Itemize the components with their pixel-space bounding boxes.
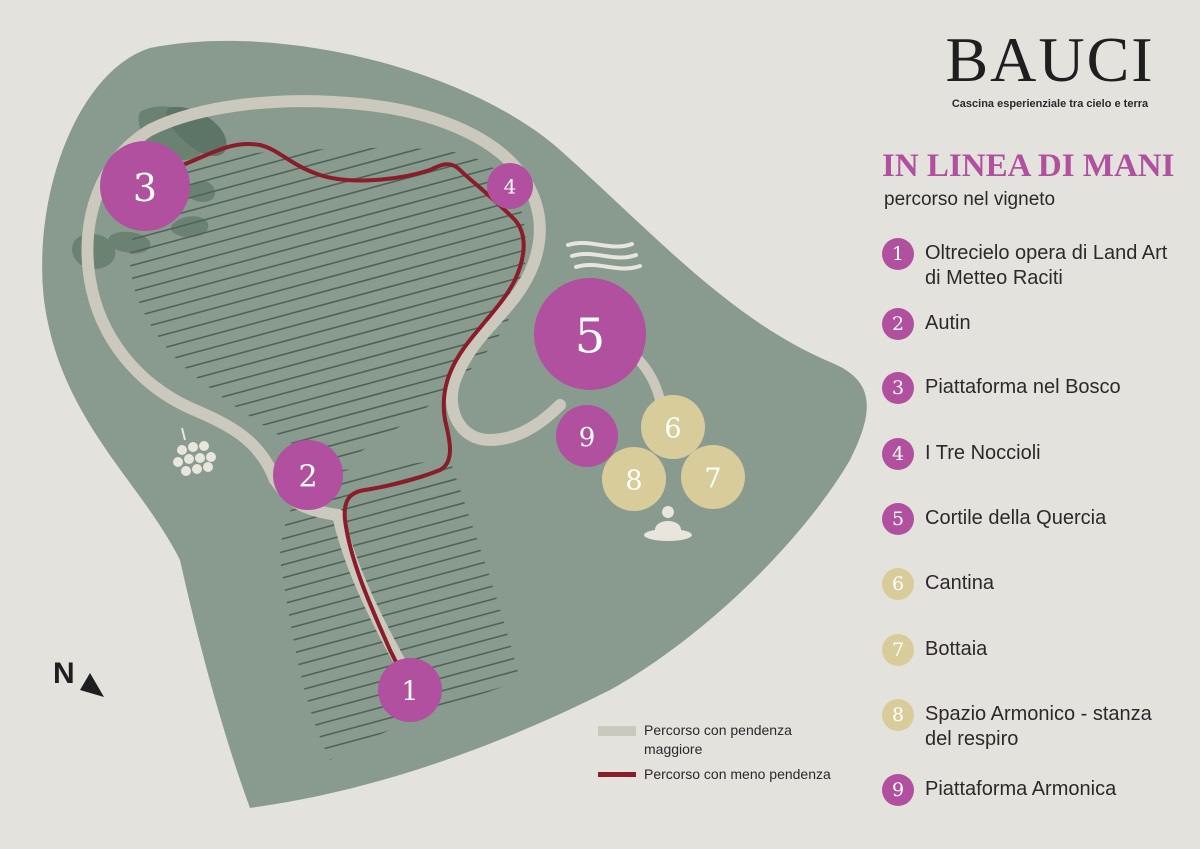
map-marker-number: 5 (575, 308, 606, 364)
map-marker-number: 2 (298, 460, 317, 495)
legend-item-7: 7 Bottaia (882, 634, 1175, 666)
map-marker-number: 9 (579, 423, 596, 453)
legend-label: Autin (925, 312, 971, 334)
legend-item-6: 6 Cantina (882, 568, 1175, 600)
legend-badge: 2 (882, 308, 914, 340)
map-marker-number: 8 (625, 466, 642, 497)
map-marker-number: 6 (664, 414, 681, 445)
route-legend-steep-swatch (598, 726, 636, 736)
vine-row (130, 147, 526, 249)
legend-item-4: 4 I Tre Noccioli (882, 438, 1175, 470)
map-marker-circle (100, 141, 190, 231)
path-gentle (143, 142, 526, 692)
vine-row (130, 240, 526, 366)
legend-label: Bottaia (925, 638, 988, 660)
legend-label: I Tre Noccioli (925, 442, 1041, 464)
map-marker-number: 7 (704, 464, 721, 495)
wind-waves-icon (566, 240, 642, 271)
map-marker-circle (534, 278, 646, 390)
legend-item-8: 8 Spazio Armonico - stanza del respiro (882, 699, 1175, 752)
route-legend: Percorso con pendenza maggiore Percorso … (598, 721, 838, 790)
vine-row (130, 149, 526, 275)
vine-row (130, 253, 526, 379)
legend-badge: 7 (882, 634, 914, 666)
legend-label: Spazio Armonico - stanza del respiro (925, 703, 1152, 750)
legend-badge: 3 (882, 372, 914, 404)
route-legend-gentle-label: Percorso con meno pendenza (644, 766, 831, 782)
map-marker-number: 4 (504, 175, 517, 199)
legend-label: Piattaforma Armonica (925, 778, 1117, 800)
path-steep (81, 95, 566, 521)
route-legend-steep-label: Percorso con pendenza maggiore (644, 722, 792, 757)
legend-item-2: 2 Autin (882, 308, 1175, 340)
map-marker-5: 5 (534, 278, 646, 390)
route-legend-gentle: Percorso con meno pendenza (598, 765, 838, 784)
route-legend-gentle-swatch (598, 772, 636, 777)
map-marker-1: 1 (378, 658, 442, 722)
route-title: IN LINEA DI MANI (882, 148, 1175, 184)
map-marker-circle (556, 405, 618, 467)
legend-label: Piattaforma nel Bosco (925, 376, 1121, 398)
map-marker-8: 8 (602, 447, 666, 511)
legend-item-9: 9 Piattaforma Armonica (882, 774, 1175, 806)
brand-logo: BAUCI (945, 24, 1155, 95)
north-arrow-icon: N (53, 657, 104, 697)
svg-text:N: N (53, 657, 75, 690)
map-marker-9: 9 (556, 405, 618, 467)
map-marker-6: 6 (641, 395, 705, 459)
legend-badge: 8 (882, 699, 914, 731)
map-marker-4: 4 (487, 163, 533, 209)
vine-row (130, 162, 526, 288)
map-marker-circle (378, 658, 442, 722)
legend-item-1: 1 Oltrecielo opera di Land Art di Metteo … (882, 238, 1175, 291)
map-marker-circle (641, 395, 705, 459)
legend-label: Oltrecielo opera di Land Art di Metteo R… (925, 242, 1168, 289)
vine-row (130, 201, 526, 327)
map-marker-circle (273, 440, 343, 510)
vine-row (130, 227, 526, 353)
brand-tagline: Cascina esperienziale tra cielo e terra (951, 98, 1149, 110)
grape-cluster-icon (173, 427, 216, 476)
map-marker-number: 1 (401, 677, 418, 708)
vine-row (130, 214, 526, 340)
vine-row (130, 175, 526, 301)
map-marker-number: 3 (133, 166, 157, 210)
map-marker-circle (487, 163, 533, 209)
map-marker-7: 7 (681, 445, 745, 509)
vine-row (130, 188, 526, 314)
route-legend-steep: Percorso con pendenza maggiore (598, 721, 838, 759)
map-marker-3: 3 (100, 141, 190, 231)
map-marker-circle (602, 447, 666, 511)
legend-badge: 6 (882, 568, 914, 600)
legend-label: Cortile della Quercia (925, 507, 1107, 529)
map-marker-2: 2 (273, 440, 343, 510)
legend-label: Cantina (925, 572, 994, 594)
legend-item-5: 5 Cortile della Quercia (882, 503, 1175, 535)
legend-item-3: 3 Piattaforma nel Bosco (882, 372, 1175, 404)
meditation-figure-icon (644, 506, 692, 541)
map-marker-circle (681, 445, 745, 509)
route-subtitle: percorso nel vigneto (884, 189, 1056, 210)
legend-badge: 4 (882, 438, 914, 470)
legend-badge: 5 (882, 503, 914, 535)
brand-header: BAUCI Cascina esperienziale tra cielo e … (930, 24, 1170, 111)
legend-badge: 1 (882, 238, 914, 270)
legend-badge: 9 (882, 774, 914, 806)
